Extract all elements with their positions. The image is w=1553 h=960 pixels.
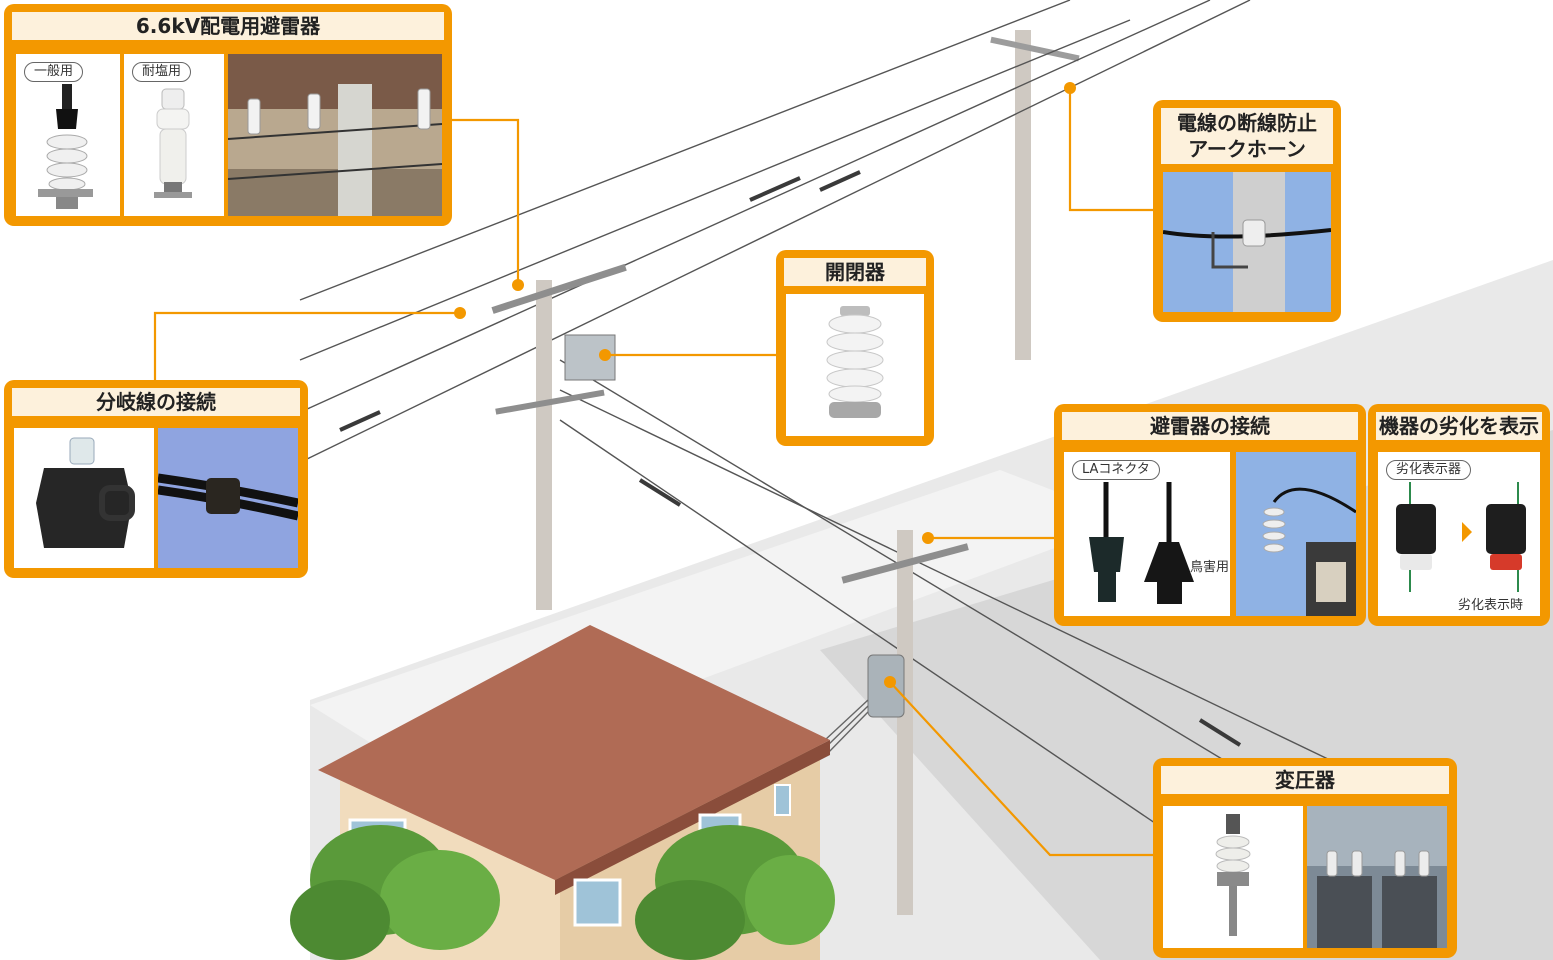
- trees: [290, 825, 835, 960]
- transformer-bushing-panel: [1163, 806, 1303, 948]
- switch-bushing-icon: [826, 306, 884, 418]
- la-connector-tag: LAコネクタ: [1072, 460, 1160, 480]
- branch-photo: [158, 428, 298, 568]
- bird-damage-label: 鳥害用: [1190, 560, 1230, 575]
- arc-horn-title-line1: 電線の断線防止: [1177, 111, 1317, 135]
- callout-arrester-conn: 避雷器の接続 LAコネクタ 鳥害用: [1054, 404, 1366, 626]
- arc-horn-title-line2: アークホーン: [1188, 137, 1306, 161]
- power-lines: [299, 0, 1331, 841]
- arrester-conn-photo: [1236, 452, 1356, 616]
- deterioration-panel: 劣化表示器 劣化表示時: [1378, 452, 1540, 616]
- arrester-general-tag: 一般用: [24, 62, 84, 82]
- callout-arc-horn: 電線の断線防止 アークホーン: [1153, 100, 1341, 322]
- arrester-salt-icon: [154, 88, 192, 198]
- callout-arrester-conn-title: 避雷器の接続: [1062, 412, 1358, 440]
- callout-deterioration-title: 機器の劣化を表示: [1376, 412, 1542, 440]
- branch-connector-icon: [36, 437, 135, 548]
- callout-branch-title: 分岐線の接続: [12, 388, 300, 416]
- callout-switch: 開閉器: [776, 250, 934, 446]
- branch-connector-panel: [14, 428, 154, 568]
- arrester-salt-panel: 耐塩用: [124, 54, 224, 216]
- arrester-general-icon: [38, 84, 93, 209]
- deterioration-indicator-icon: [1396, 482, 1526, 592]
- callout-switch-title: 開閉器: [784, 258, 926, 286]
- arrester-salt-tag: 耐塩用: [132, 62, 192, 82]
- wire-covers: [339, 170, 1242, 747]
- far-pole: [1015, 30, 1031, 360]
- arrester-general-panel: 一般用: [16, 54, 120, 216]
- second-pole: [897, 530, 913, 915]
- transformer-bushing-icon: [1215, 814, 1251, 936]
- leader-dots: [454, 82, 1076, 688]
- arc-horn-photo: [1163, 172, 1331, 312]
- la-connector-panel: LAコネクタ 鳥害用: [1064, 452, 1230, 616]
- callout-arrester: 6.6kV配電用避雷器 一般用 耐塩用: [4, 4, 452, 226]
- callout-deterioration: 機器の劣化を表示 劣化表示器 劣化表示時: [1368, 404, 1550, 626]
- deterioration-tag: 劣化表示器: [1386, 460, 1472, 480]
- roof: [318, 625, 830, 880]
- leader-lines: [153, 88, 1160, 857]
- callout-arrester-title: 6.6kV配電用避雷器: [12, 12, 444, 40]
- callout-transformer: 変圧器: [1153, 758, 1457, 958]
- la-connector-icon: [1089, 482, 1194, 604]
- callout-branch: 分岐線の接続: [4, 380, 308, 578]
- callout-transformer-title: 変圧器: [1161, 766, 1449, 794]
- switch-panel: [786, 294, 924, 436]
- arrester-photo: [228, 54, 442, 216]
- callout-arc-horn-title: 電線の断線防止 アークホーン: [1161, 108, 1333, 164]
- transformer-photo: [1307, 806, 1447, 948]
- main-pole: [536, 280, 552, 610]
- deterioration-shown-label: 劣化表示時: [1458, 598, 1524, 613]
